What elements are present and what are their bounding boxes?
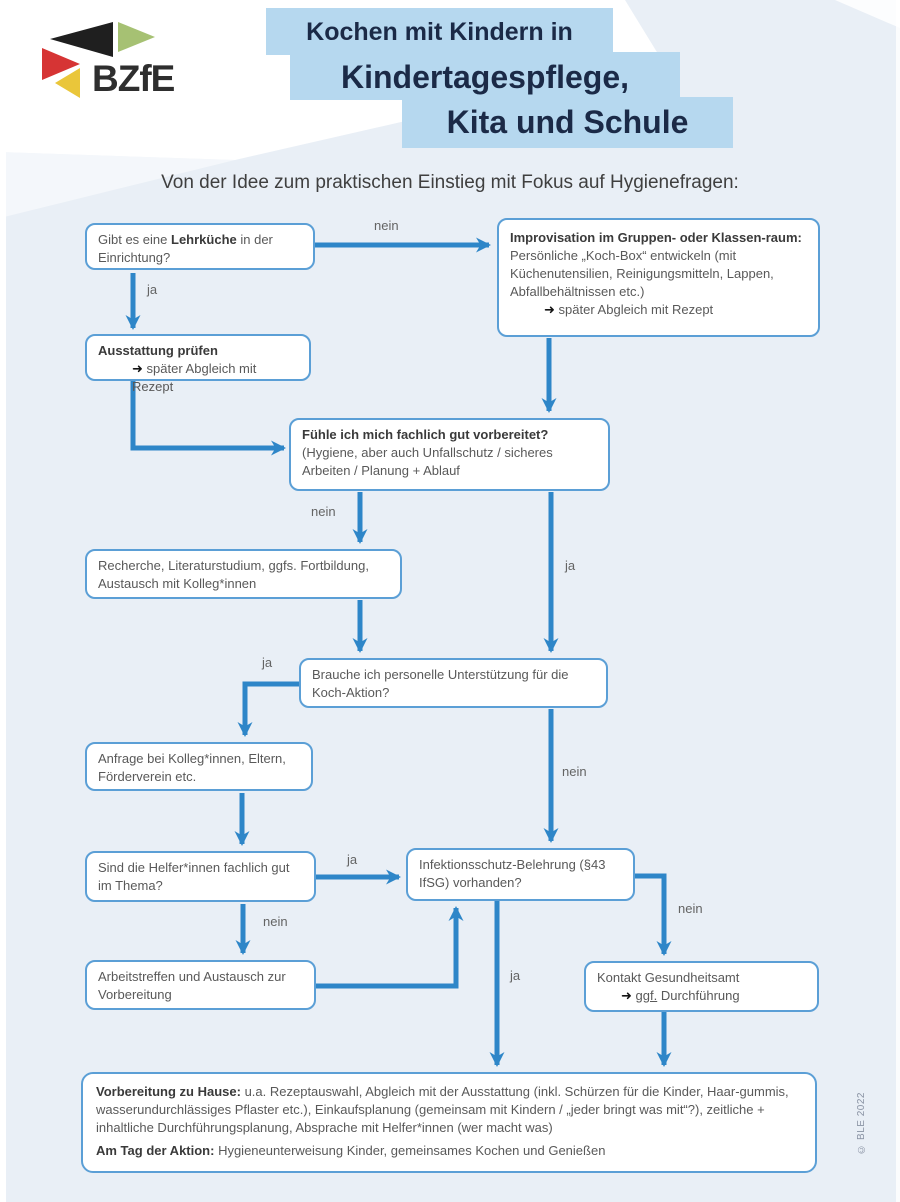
flow-box-fuehle: Fühle ich mich fachlich gut vorbereitet?… bbox=[289, 418, 610, 491]
title-line-1: Kochen mit Kindern in bbox=[266, 8, 613, 55]
note-text-underline: ggf. bbox=[635, 987, 658, 1003]
edge-label-infektions-ja: ja bbox=[510, 968, 521, 983]
note-line: ➜ ggf. Durchführung bbox=[597, 987, 806, 1005]
box-text: Kontakt Gesundheitsamt bbox=[597, 970, 740, 985]
edge-label-brauche-nein: nein bbox=[562, 764, 587, 779]
note-line: ➜ später Abgleich mit Rezept bbox=[510, 301, 807, 319]
box-text-bold: Fühle ich mich fachlich gut vorbereitet? bbox=[302, 427, 549, 442]
title-line-2: Kindertagespflege, bbox=[290, 52, 680, 100]
box-text: Recherche, Literaturstudium, ggfs. Fortb… bbox=[98, 558, 369, 591]
black-arrow-icon: ➜ bbox=[621, 987, 632, 1003]
note-line: ➜ später Abgleich mit Rezept bbox=[98, 360, 298, 396]
box-text: Brauche ich personelle Unterstützung für… bbox=[312, 667, 569, 700]
subtitle: Von der Idee zum praktischen Einstieg mi… bbox=[161, 172, 739, 193]
edge-label-fuehle-ja: ja bbox=[565, 558, 576, 573]
paragraph: Vorbereitung zu Hause: u.a. Rezeptauswah… bbox=[96, 1083, 802, 1137]
flow-box-arbeitstreffen: Arbeitstreffen und Austausch zur Vorbere… bbox=[85, 960, 316, 1010]
flow-box-ausstattung: Ausstattung prüfen ➜ später Abgleich mit… bbox=[85, 334, 311, 394]
flow-box-kontakt: Kontakt Gesundheitsamt ➜ ggf. Durchführu… bbox=[584, 961, 819, 1012]
box-text: u.a. Rezeptauswahl, Abgleich mit der Aus… bbox=[96, 1084, 789, 1135]
paragraph: Am Tag der Aktion: Hygieneunterweisung K… bbox=[96, 1142, 802, 1160]
flow-box-infektionsschutz: Infektionsschutz-Belehrung (§43 IfSG) vo… bbox=[406, 848, 635, 901]
box-text-bold: Vorbereitung zu Hause: bbox=[96, 1084, 241, 1099]
black-arrow-icon: ➜ bbox=[544, 301, 555, 317]
box-text: Anfrage bei Kolleg*innen, Eltern, Förder… bbox=[98, 751, 286, 784]
box-text: Arbeitstreffen und Austausch zur Vorbere… bbox=[98, 969, 286, 1002]
edge-label-helfer-nein: nein bbox=[263, 914, 288, 929]
flow-box-helfer: Sind die Helfer*innen fachlich gut im Th… bbox=[85, 851, 316, 902]
flow-box-recherche: Recherche, Literaturstudium, ggfs. Fortb… bbox=[85, 549, 402, 599]
edge-label-lehrkueche-ja: ja bbox=[147, 282, 158, 297]
flow-box-brauche: Brauche ich personelle Unterstützung für… bbox=[299, 658, 608, 708]
bzfe-logo-text: BZfE bbox=[92, 58, 175, 99]
edge-label-helfer-ja: ja bbox=[347, 852, 358, 867]
flow-box-lehrkueche: Gibt es eine Lehrküche in der Einrichtun… bbox=[85, 223, 315, 270]
note-text: später Abgleich mit Rezept bbox=[558, 301, 714, 317]
bzfe-logo-icon bbox=[42, 22, 155, 98]
box-text: Infektionsschutz-Belehrung (§43 IfSG) vo… bbox=[419, 857, 606, 890]
box-text-bold: Lehrküche bbox=[171, 232, 237, 247]
flow-box-anfrage: Anfrage bei Kolleg*innen, Eltern, Förder… bbox=[85, 742, 313, 791]
title-line-3: Kita und Schule bbox=[402, 97, 733, 148]
box-text: (Hygiene, aber auch Unfallschutz / siche… bbox=[302, 444, 553, 478]
edge-label-infektions-nein: nein bbox=[678, 901, 703, 916]
box-text: Hygieneunterweisung Kinder, gemeinsames … bbox=[214, 1142, 606, 1158]
box-text-bold: Am Tag der Aktion: bbox=[96, 1142, 215, 1158]
note-text: Durchführung bbox=[657, 987, 740, 1003]
flow-box-improvisation: Improvisation im Gruppen- oder Klassen-r… bbox=[497, 218, 820, 337]
edge-label-lehrkueche-nein: nein bbox=[374, 218, 399, 233]
arrow-arbeitstreffen-up bbox=[316, 906, 464, 989]
box-text: in der Einrichtung? bbox=[98, 232, 273, 265]
arrow-infektions-nein bbox=[635, 873, 672, 956]
box-text: Gibt es eine bbox=[98, 232, 171, 247]
box-text: Persönliche „Koch-Box“ entwickeln (mit K… bbox=[510, 247, 774, 299]
edge-label-brauche-ja: ja bbox=[262, 655, 273, 670]
edge-label-fuehle-nein: nein bbox=[311, 504, 336, 519]
arrow-brauche-ja bbox=[237, 681, 299, 737]
bg-right-strip bbox=[896, 0, 900, 1202]
copyright-note: © BLE 2022 bbox=[856, 1092, 867, 1155]
box-text-bold: Ausstattung prüfen bbox=[98, 343, 218, 358]
box-text: Sind die Helfer*innen fachlich gut im Th… bbox=[98, 860, 290, 893]
note-text: später Abgleich mit Rezept bbox=[132, 360, 257, 394]
black-arrow-icon: ➜ bbox=[132, 360, 143, 376]
flow-box-vorbereitung: Vorbereitung zu Hause: u.a. Rezeptauswah… bbox=[81, 1072, 817, 1173]
bg-left-strip bbox=[0, 0, 6, 1202]
box-text-bold: Improvisation im Gruppen- oder Klassen-r… bbox=[510, 230, 802, 245]
